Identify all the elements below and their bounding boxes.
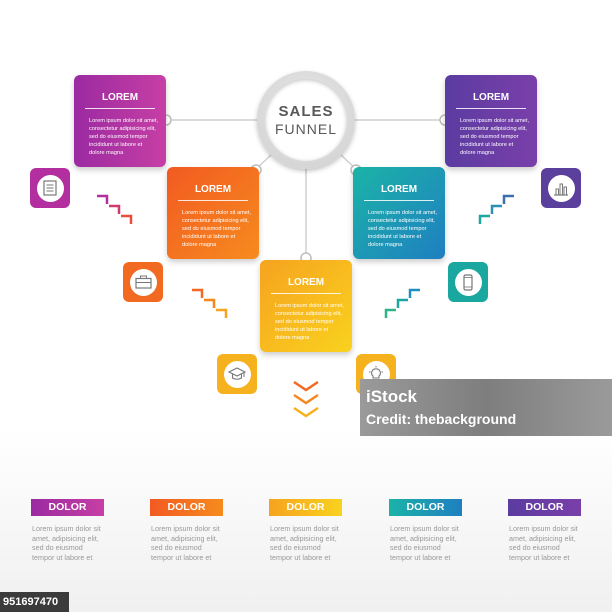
watermark-brand: iStock xyxy=(366,387,418,406)
legend-item: DOLOR Lorem ipsum dolor sit amet, adipis… xyxy=(269,499,342,562)
chevron-arrows-left-upper xyxy=(97,194,133,224)
watermark-credit: Credit: thebackground xyxy=(366,411,517,427)
legend-label: DOLOR xyxy=(150,499,223,516)
card-top-right: LOREM Lorem ipsum dolor sit amet, consec… xyxy=(445,75,537,167)
chevron-arrows-right-upper xyxy=(478,194,514,224)
hub-title: SALES xyxy=(278,103,334,120)
smartphone-icon xyxy=(463,273,473,291)
legend-text: Lorem ipsum dolor sit amet, adipisicing … xyxy=(32,524,101,562)
document-icon-tile xyxy=(30,168,70,208)
card-text: Lorem ipsum dolor sit amet, consectetur … xyxy=(89,118,159,156)
stock-id-label: 951697470 xyxy=(0,592,69,612)
card-text: Lorem ipsum dolor sit amet, consectetur … xyxy=(460,118,530,156)
briefcase-icon-tile xyxy=(123,262,163,302)
legend-text: Lorem ipsum dolor sit amet, adipisicing … xyxy=(151,524,220,562)
document-icon xyxy=(43,180,57,196)
legend-text: Lorem ipsum dolor sit amet, adipisicing … xyxy=(390,524,459,562)
card-title: LOREM xyxy=(85,92,155,109)
card-title: LOREM xyxy=(364,184,434,201)
bar-chart-icon-tile xyxy=(541,168,581,208)
legend-item: DOLOR Lorem ipsum dolor sit amet, adipis… xyxy=(389,499,462,562)
hub-inner: SALES FUNNEL xyxy=(265,79,347,161)
legend-label: DOLOR xyxy=(31,499,104,516)
card-middle-right: LOREM Lorem ipsum dolor sit amet, consec… xyxy=(353,167,445,259)
card-middle-left: LOREM Lorem ipsum dolor sit amet, consec… xyxy=(167,167,259,259)
bar-chart-icon xyxy=(554,183,568,196)
graduation-cap-icon-tile xyxy=(217,354,257,394)
hub-subtitle: FUNNEL xyxy=(274,121,337,137)
chevron-arrows-right-lower xyxy=(384,288,420,318)
briefcase-icon xyxy=(134,275,152,289)
sales-funnel-hub: SALES FUNNEL xyxy=(257,71,355,169)
legend-item: DOLOR Lorem ipsum dolor sit amet, adipis… xyxy=(31,499,104,562)
card-text: Lorem ipsum dolor sit amet, consectetur … xyxy=(368,210,438,248)
card-text: Lorem ipsum dolor sit amet, consectetur … xyxy=(182,210,252,248)
chevron-arrows-down xyxy=(293,380,319,418)
watermark-banner: iStock Credit: thebackground xyxy=(360,379,612,436)
card-bottom-center: LOREM Lorem ipsum dolor sit amet, consec… xyxy=(260,260,352,352)
chevron-arrows-left-lower xyxy=(192,288,228,318)
smartphone-icon-tile xyxy=(448,262,488,302)
card-title: LOREM xyxy=(178,184,248,201)
graduation-cap-icon xyxy=(228,367,246,380)
card-title: LOREM xyxy=(456,92,526,109)
card-text: Lorem ipsum dolor sit amet, consectetur … xyxy=(275,303,345,341)
legend-item: DOLOR Lorem ipsum dolor sit amet, adipis… xyxy=(508,499,581,562)
legend-text: Lorem ipsum dolor sit amet, adipisicing … xyxy=(270,524,339,562)
legend-label: DOLOR xyxy=(508,499,581,516)
legend-label: DOLOR xyxy=(269,499,342,516)
legend-label: DOLOR xyxy=(389,499,462,516)
legend-item: DOLOR Lorem ipsum dolor sit amet, adipis… xyxy=(150,499,223,562)
card-title: LOREM xyxy=(271,277,341,294)
legend-text: Lorem ipsum dolor sit amet, adipisicing … xyxy=(509,524,578,562)
card-top-left: LOREM Lorem ipsum dolor sit amet, consec… xyxy=(74,75,166,167)
